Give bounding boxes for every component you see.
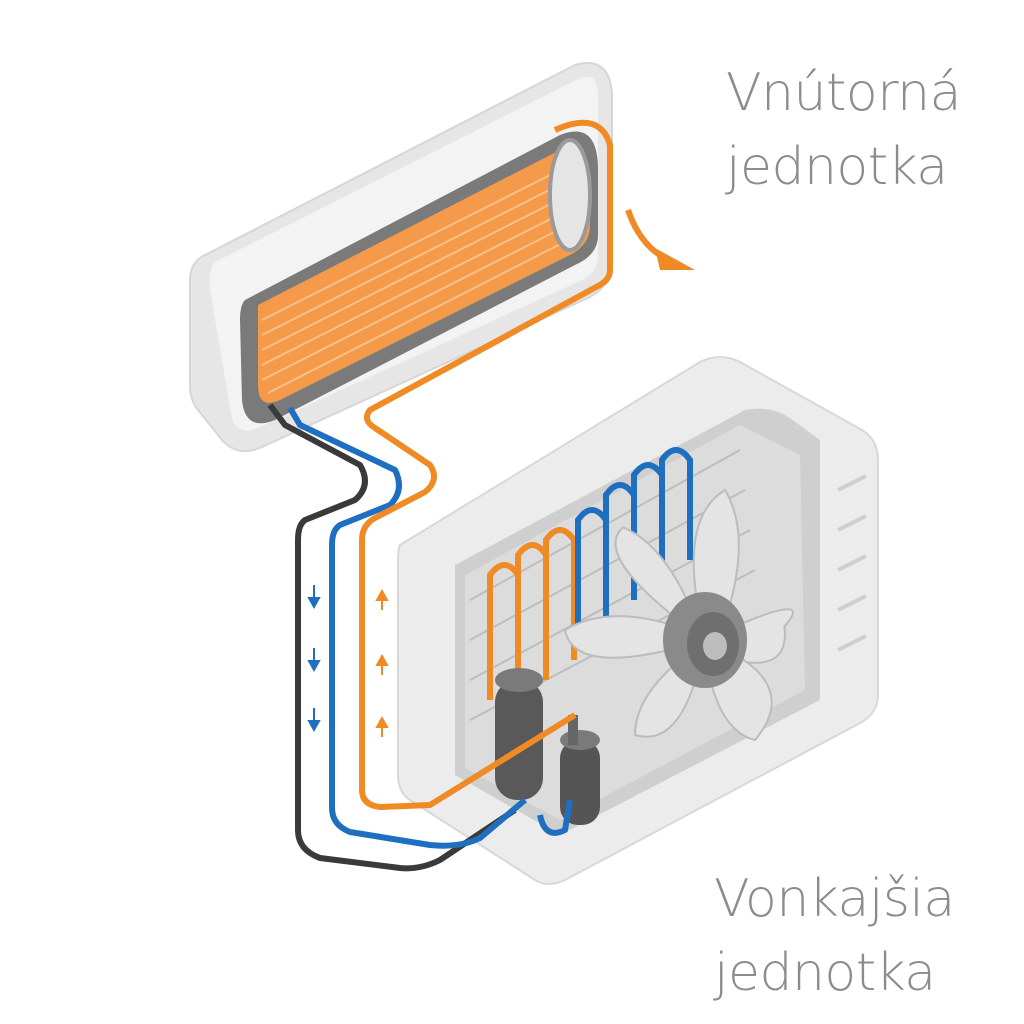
outdoor-label-line2: jednotka: [714, 943, 936, 1003]
cold-pipe: [287, 406, 573, 849]
hot-pipe: [359, 119, 613, 810]
flow-arrows: [307, 585, 389, 737]
indoor-label-line2: jednotka: [726, 137, 948, 197]
dark-pipe: [267, 403, 517, 872]
outdoor-unit: [397, 356, 879, 885]
condenser-coils: [487, 447, 693, 700]
indoor-coil: [258, 138, 592, 403]
refrigerant-pipes: [267, 119, 613, 872]
arrow-down-icon: [307, 585, 321, 733]
indoor-unit: [189, 62, 695, 453]
outdoor-label-line1: Vonkajšia: [714, 869, 955, 929]
fan-icon: [563, 488, 794, 742]
arrow-up-icon: [375, 588, 389, 737]
outdoor-unit-label: Vonkajšia jednotka: [714, 862, 955, 1010]
indoor-unit-label: Vnútorná jednotka: [726, 56, 961, 204]
indoor-label-line1: Vnútorná: [726, 63, 961, 123]
